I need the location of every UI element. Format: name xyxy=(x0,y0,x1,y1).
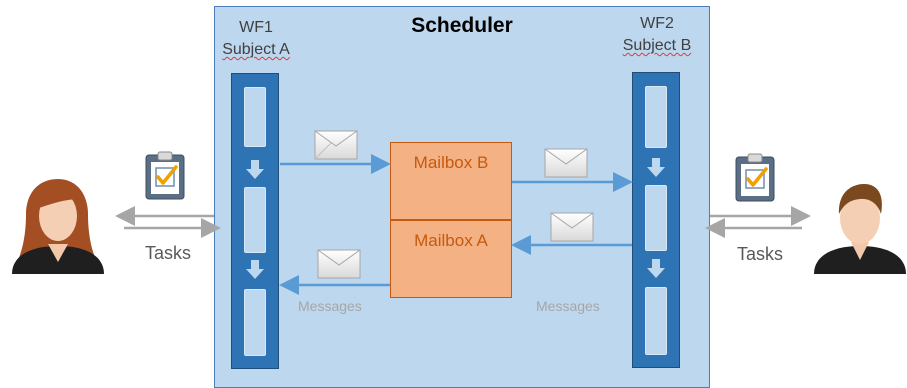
down-arrow-icon xyxy=(647,259,665,278)
envelope-icon xyxy=(550,212,594,242)
wf1-step-2[interactable] xyxy=(244,187,266,253)
tasks-label-right: Tasks xyxy=(737,244,784,264)
mailbox-a[interactable]: Mailbox A xyxy=(390,220,512,298)
wf1-subject: Subject A xyxy=(222,41,290,58)
wf2-step-1[interactable] xyxy=(645,86,667,148)
wf1-step-1[interactable] xyxy=(244,87,266,147)
wf2-step-2[interactable] xyxy=(645,185,667,251)
wf1-step-3[interactable] xyxy=(244,289,266,356)
tasks-label-left: Tasks xyxy=(145,243,192,263)
scheduler-title: Scheduler xyxy=(411,14,513,37)
task-clipboard-icon xyxy=(735,153,775,202)
wf2-subject: Subject B xyxy=(622,37,692,54)
wf2-lane xyxy=(632,72,680,368)
female-user-icon xyxy=(12,179,104,274)
wf2-name: WF2 xyxy=(640,15,674,32)
wf2-step-3[interactable] xyxy=(645,287,667,355)
wf1-name: WF1 xyxy=(239,19,273,36)
envelope-icon xyxy=(317,249,361,279)
envelope-icon xyxy=(314,130,358,160)
wf1-lane xyxy=(231,73,279,369)
mailbox-b[interactable]: Mailbox B xyxy=(390,142,512,220)
task-clipboard-icon xyxy=(145,151,185,200)
down-arrow-icon xyxy=(647,158,665,177)
messages-caption-left: Messages xyxy=(298,298,362,314)
wf1-label: WF1 Subject A xyxy=(196,17,316,61)
down-arrow-icon xyxy=(246,160,264,179)
wf2-label: WF2 Subject B xyxy=(597,13,717,57)
down-arrow-icon xyxy=(246,260,264,279)
male-user-icon xyxy=(814,184,906,274)
envelope-icon xyxy=(544,148,588,178)
messages-caption-right: Messages xyxy=(536,298,600,314)
